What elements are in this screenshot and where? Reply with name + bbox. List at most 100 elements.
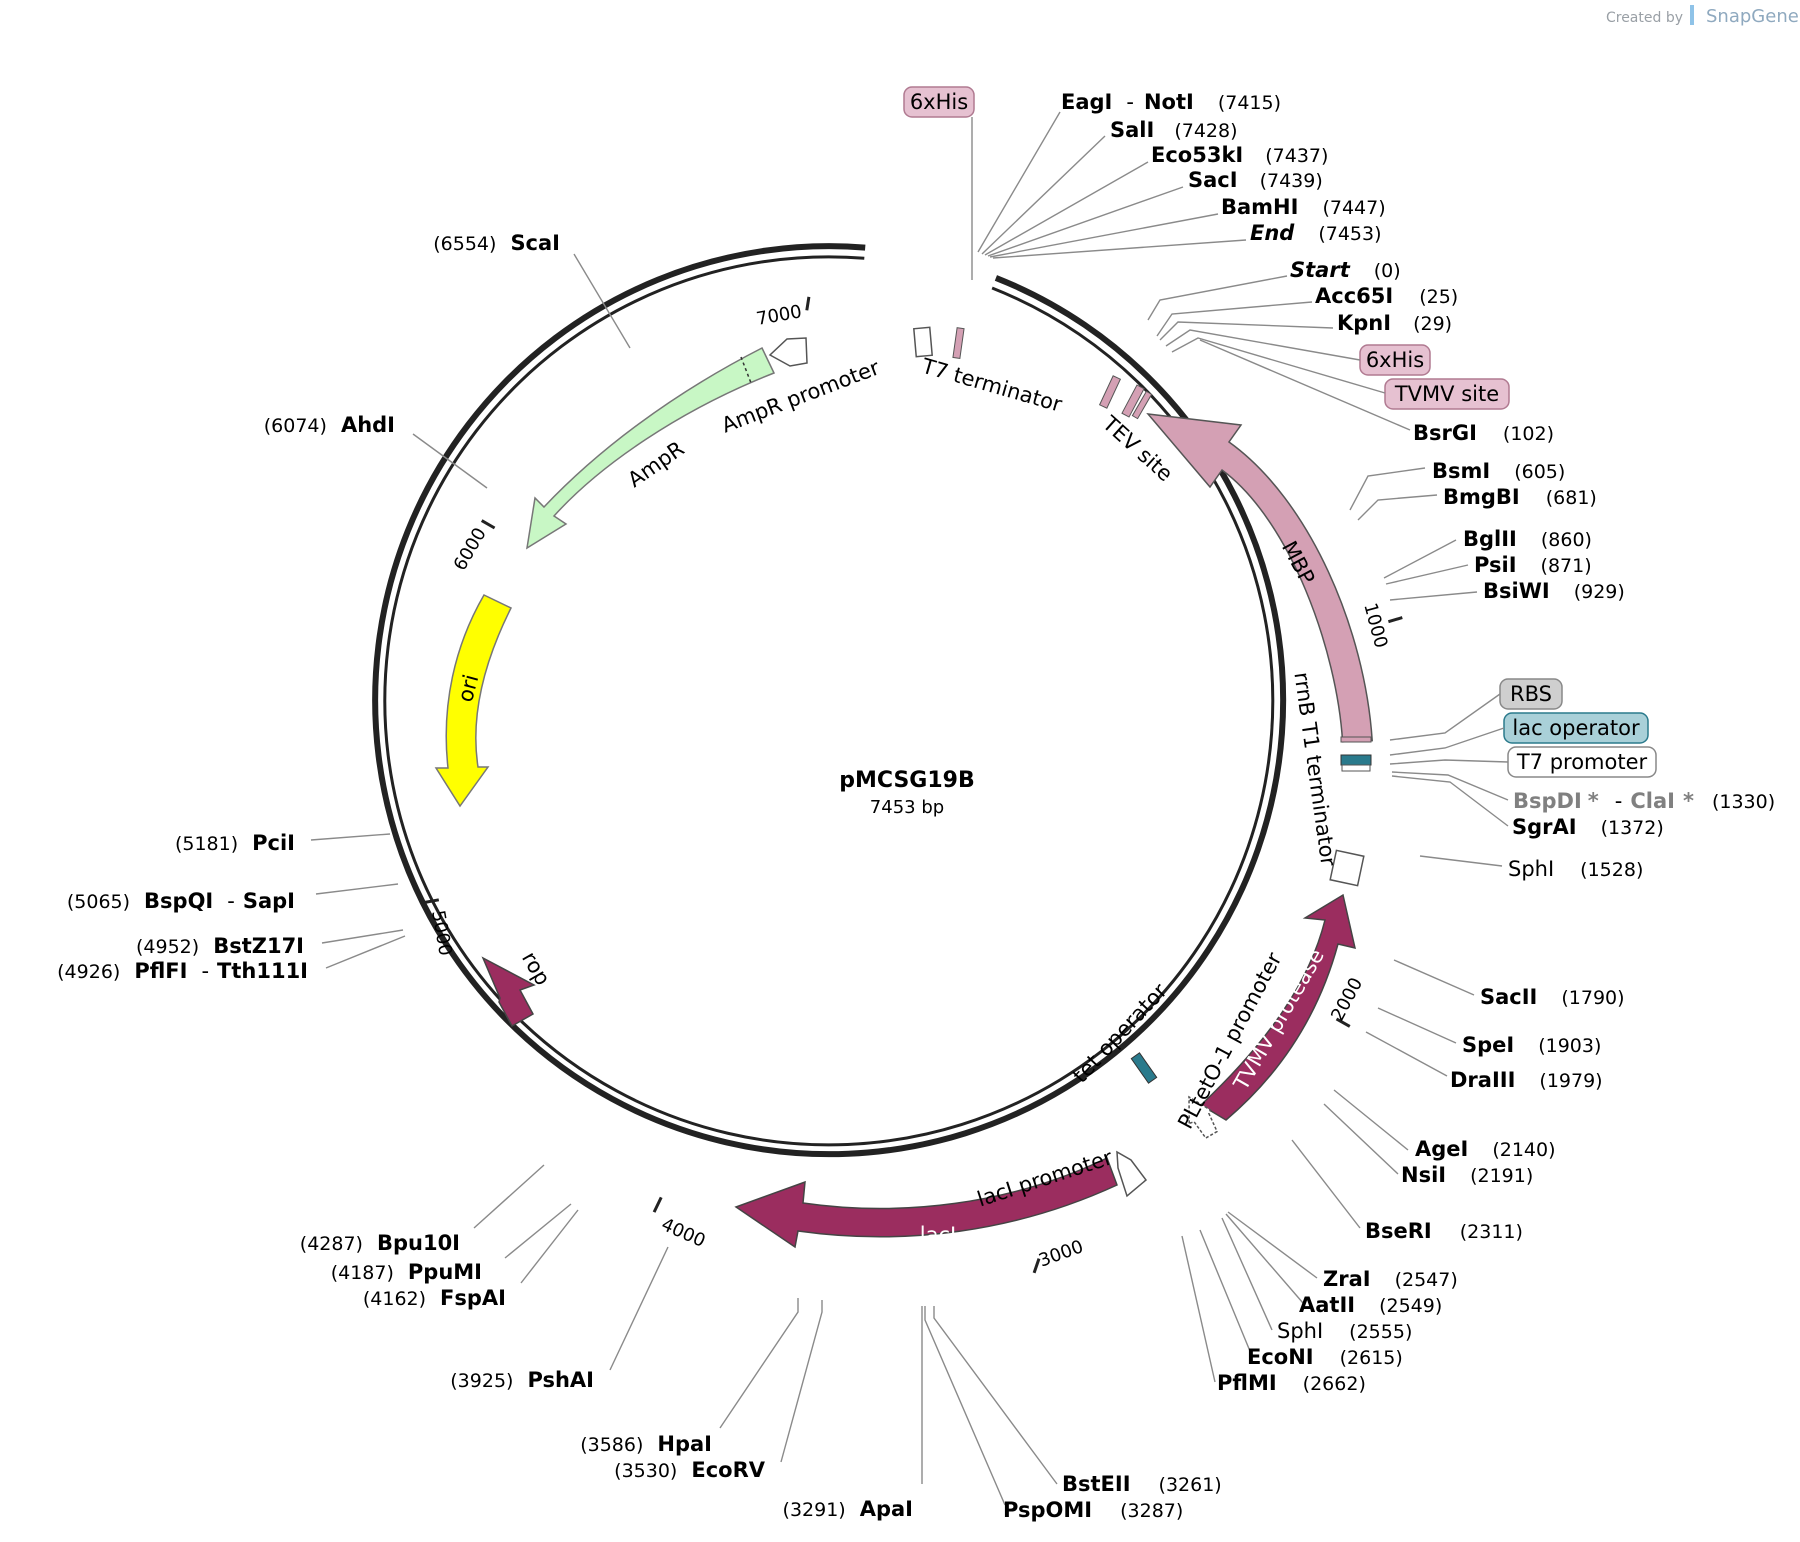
leader-fspai: [520, 1209, 579, 1284]
leader-sacii: [1393, 959, 1475, 996]
leader-aatii: [1225, 1213, 1304, 1304]
enzyme-fspai-row: (4162)FspAI: [363, 1286, 506, 1310]
leader-spei: [1377, 1007, 1457, 1044]
tick-label-7000: 7000: [755, 301, 804, 330]
snapgene-logo-icon: [1690, 5, 1694, 25]
enzyme-bsmi-row: BsmI(605): [1432, 459, 1565, 483]
backbone: 1000 2000 3000 4000 5000 6000 7000: [372, 243, 1403, 1274]
leader-ahdi: [412, 433, 488, 489]
tick-6000: [480, 519, 496, 530]
rrnb-terminator-label: rrnB T1 terminator: [1289, 671, 1340, 868]
enzyme-zrai-row: ZraI(2547): [1323, 1267, 1458, 1291]
leader-pshai: [609, 1246, 669, 1371]
his-right-label: 6xHis: [1366, 348, 1424, 372]
his-tag-segment-top: [952, 327, 965, 359]
tvmv-site-segment: [1121, 384, 1145, 418]
tvmv-site-label: TVMV site: [1394, 382, 1499, 406]
laci-label: lacI: [920, 1223, 956, 1247]
leader-acc65i: [1156, 301, 1313, 337]
enzyme-apai-row: (3291)ApaI: [783, 1497, 913, 1521]
leader-bmgbi: [1357, 494, 1438, 521]
leader-bsteii: [933, 1306, 1058, 1485]
tick-label-5000: 5000: [427, 909, 456, 958]
t7-terminator-box: [912, 326, 934, 358]
enzyme-psii-row: PsiI(871): [1474, 553, 1592, 577]
enzyme-leader-lines: [310, 111, 1509, 1506]
leader-rbs: [1389, 693, 1501, 741]
tick-label-4000: 4000: [658, 1214, 708, 1252]
enzyme-agei-row: AgeI(2140): [1415, 1137, 1556, 1161]
enzyme-bsrgi-row: BsrGI(102): [1413, 421, 1554, 445]
enzyme-saci-row: SacI(7439): [1188, 168, 1323, 192]
leader-nsii: [1323, 1103, 1399, 1175]
leader-psii: [1385, 564, 1469, 585]
leader-eco53ki: [984, 161, 1149, 256]
laci-promoter-arrow: [1116, 1150, 1148, 1198]
leader-pflfi: [325, 935, 406, 969]
boxed-labels: 6xHis 6xHis TVMV site RBS lac operator T…: [903, 86, 1657, 778]
enzyme-end-row: End(7453): [1250, 221, 1382, 245]
enzyme-nsii-row: NsiI(2191): [1401, 1163, 1533, 1187]
his-top-box: [903, 86, 975, 118]
leader-clai: [1391, 771, 1509, 801]
backbone-outer: [372, 243, 1287, 1158]
ori-arrow: [434, 594, 513, 808]
enzyme-acc65i-row: Acc65I(25): [1315, 284, 1458, 308]
enzyme-bsteii-row: BstEII(3261): [1062, 1472, 1222, 1496]
ampr-promoter-arrow: [768, 337, 808, 367]
enzyme-sacii-row: SacII(1790): [1480, 985, 1625, 1009]
leader-tvmv-site: [1171, 337, 1386, 394]
tvmv-site-box: [1384, 378, 1510, 410]
tick-label-3000: 3000: [1036, 1236, 1086, 1271]
leader-sphi2: [1221, 1217, 1273, 1331]
snapgene-name: SnapGene: [1706, 6, 1799, 27]
leader-noti: [977, 111, 1061, 253]
enzyme-pcii-row: (5181)PciI: [175, 831, 295, 855]
leader-sgrai: [1391, 775, 1509, 827]
leader-bglii: [1383, 539, 1457, 579]
lac-operator-segment: [1340, 754, 1372, 766]
rbs-segment: [1340, 736, 1372, 743]
enzyme-start-row: Start(0): [1290, 258, 1401, 282]
leader-saci: [987, 186, 1184, 257]
leader-start: [1147, 275, 1288, 321]
created-by-text: Created by: [1606, 10, 1683, 26]
leader-zrai: [1227, 1211, 1318, 1279]
enzyme-pflfi-row: (4926)PflFI-Tth111I: [57, 959, 308, 983]
enzyme-bglii-row: BglII(860): [1463, 527, 1592, 551]
enzyme-kpni-row: KpnI(29): [1337, 311, 1452, 335]
enzyme-sphi2-row: SphI(2555): [1277, 1319, 1412, 1343]
snapgene-brand: Created by SnapGene: [1606, 5, 1799, 27]
lac-operator-label: lac operator: [1512, 716, 1640, 740]
leader-ecorv: [780, 1300, 823, 1463]
t7-promoter-label: T7 promoter: [1516, 750, 1648, 774]
leader-agei: [1333, 1089, 1409, 1151]
enzyme-bmgbi-row: BmgBI(681): [1443, 485, 1597, 509]
enzyme-sgrai-row: SgrAI(1372): [1512, 815, 1664, 839]
enzyme-hpai-row: (3586)HpaI: [580, 1432, 712, 1456]
leader-t7-promoter: [1389, 759, 1509, 765]
his-top-label: 6xHis: [910, 90, 968, 114]
leader-econi: [1199, 1229, 1253, 1357]
rop-arrow: [481, 956, 536, 1028]
tick-4000: [652, 1196, 663, 1213]
enzyme-bspqi-row: (5065)BspQI-SapI: [67, 889, 295, 913]
leader-hpai: [719, 1298, 799, 1429]
leader-sphi1: [1419, 855, 1503, 867]
leader-scai: [573, 253, 631, 349]
tet-operator-segment: [1130, 1052, 1158, 1084]
leader-kpni: [1159, 321, 1334, 341]
tet-operator-label: tet operator: [1068, 979, 1172, 1088]
tvmv-protease-arrow: [1199, 893, 1356, 1121]
enzyme-bstz17i-row: (4952)BstZ17I: [136, 934, 304, 958]
enzyme-bseri-row: BseRI(2311): [1365, 1219, 1523, 1243]
enzyme-sali-row: SalI(7428): [1110, 118, 1238, 142]
enzyme-scai-row: (6554)ScaI: [433, 231, 560, 255]
leader-his-right: [1165, 329, 1361, 361]
leader-bsiwi: [1389, 591, 1478, 601]
leader-bpu10i: [473, 1164, 545, 1229]
enzyme-aatii-row: AatII(2549): [1299, 1293, 1442, 1317]
laci-arrow: [734, 1156, 1118, 1249]
enzyme-labels: EagI-NotI(7415) SalI(7428) Eco53kI(7437)…: [57, 90, 1775, 1522]
